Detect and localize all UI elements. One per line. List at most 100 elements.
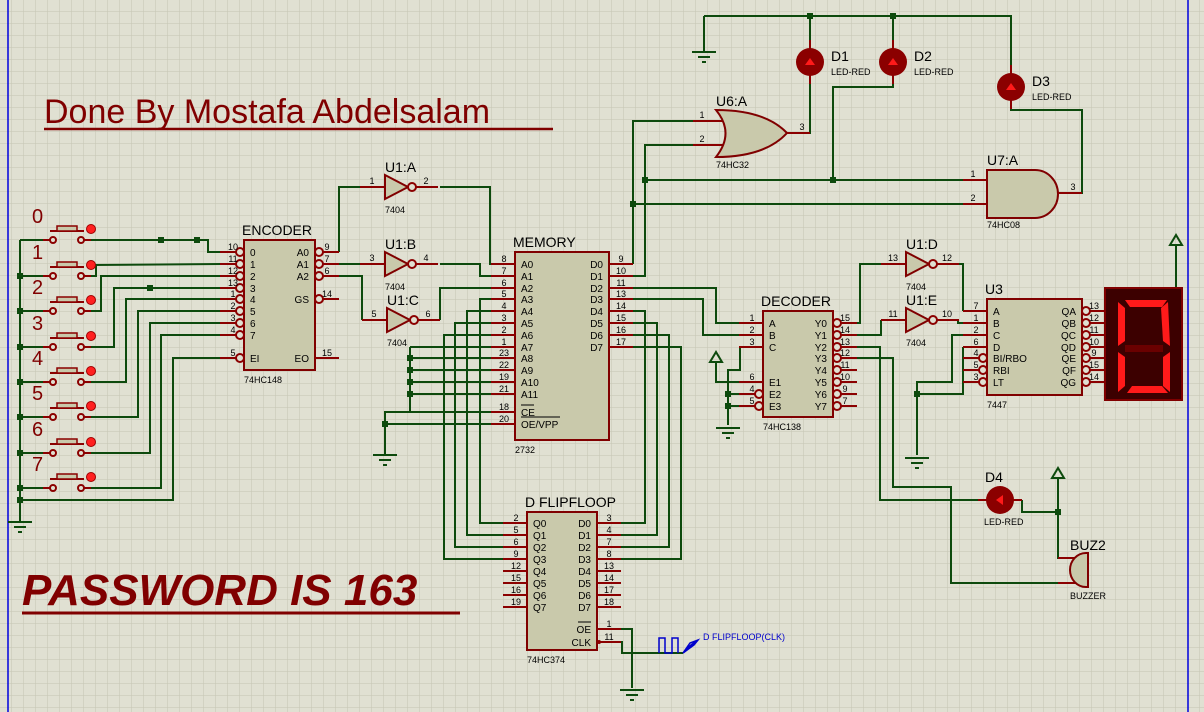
seven-segment-display[interactable]: 0	[1104, 287, 1183, 401]
pin-number: 11	[616, 278, 625, 288]
inverted-pin-bubble-icon	[832, 330, 842, 340]
pin-number: 4	[749, 384, 754, 394]
password-note: PASSWORD IS 163	[22, 566, 417, 615]
wire	[916, 334, 963, 455]
pin-label: D0	[578, 519, 591, 530]
flipflop-part-number: 74HC374	[527, 655, 565, 665]
pin-number: 1	[230, 289, 235, 299]
pin-label: OE/VPP	[521, 420, 559, 431]
power-arrow-icon	[708, 350, 724, 363]
pin-number: 17	[616, 337, 626, 347]
switch-label: 6	[32, 419, 43, 441]
push-button-2[interactable]: 2	[32, 277, 96, 315]
memory-title: MEMORY	[513, 234, 576, 250]
pin-number: 2	[699, 134, 704, 144]
pin-number: 1	[369, 176, 374, 186]
pin-number: 12	[942, 253, 952, 263]
clock-pin-icon	[597, 640, 601, 644]
pin-label: Y2	[815, 343, 828, 354]
gate-part: 7404	[385, 282, 405, 292]
switch-label: 0	[32, 206, 43, 228]
wire	[81, 287, 220, 348]
pin-label: 1	[250, 260, 256, 271]
inverted-pin-bubble-icon	[235, 294, 245, 304]
push-button-5[interactable]: 5	[32, 383, 96, 421]
junction-dot	[147, 285, 153, 291]
inverted-pin-bubble-icon	[754, 401, 764, 411]
clock-generator[interactable]: D FLIPFLOOP(CLK)	[658, 632, 785, 654]
pin-number: 9	[513, 549, 518, 559]
junction-dot	[630, 201, 636, 207]
pin-label: Q3	[533, 555, 547, 566]
pin-number: 7	[973, 301, 978, 311]
wire	[633, 144, 693, 277]
pin-number: 13	[616, 289, 626, 299]
junction-dot	[642, 177, 648, 183]
pin-label: EO	[295, 354, 310, 365]
push-button-3[interactable]: 3	[32, 313, 96, 351]
pin-label: Y4	[815, 366, 828, 377]
pin-label: Y5	[815, 378, 828, 389]
pin-label: A5	[521, 319, 534, 330]
pin-number: 2	[501, 325, 506, 335]
pin-number: 6	[324, 266, 329, 276]
memory-chip[interactable]: MEMORY27328A07A16A25A34A43A52A61A723A822…	[491, 234, 633, 455]
pin-number: 11	[1089, 325, 1098, 335]
pin-number: 3	[1070, 182, 1075, 192]
pin-number: 14	[616, 301, 626, 311]
push-button-7[interactable]: 7	[32, 454, 96, 492]
wire	[633, 298, 739, 336]
push-button-0[interactable]: 0	[32, 206, 96, 244]
wire	[20, 357, 220, 501]
push-button-1[interactable]: 1	[32, 242, 96, 280]
pin-label: Q4	[533, 567, 547, 578]
pin-number: 17	[604, 585, 614, 595]
pin-label: QD	[1061, 343, 1076, 354]
pin-number: 5	[230, 348, 235, 358]
led-ref: D2	[914, 48, 932, 64]
push-button-4[interactable]: 4	[32, 348, 96, 386]
wire	[454, 322, 503, 548]
inverted-pin-bubble-icon	[978, 353, 988, 363]
pin-number: 4	[423, 253, 428, 263]
inverted-pin-bubble-icon	[235, 247, 245, 257]
inverter-bubble-icon	[928, 259, 938, 269]
pin-number: 9	[324, 242, 329, 252]
pin-label: D1	[590, 272, 603, 283]
led-arrow-icon	[996, 495, 1003, 505]
pin-number: 11	[228, 254, 237, 264]
pin-number: 7	[606, 537, 611, 547]
flipflop-chip[interactable]: D FLIPFLOOP74HC3742Q05Q16Q29Q312Q415Q516…	[503, 494, 621, 665]
gate-ref: U1:B	[385, 236, 416, 252]
pin-number: 3	[501, 313, 506, 323]
junction-dot	[407, 379, 413, 385]
pin-label: 7	[250, 331, 256, 342]
pin-label: Q0	[533, 519, 547, 530]
switch-label: 3	[32, 313, 43, 335]
push-button-6[interactable]: 6	[32, 419, 96, 457]
memory-part-number: 2732	[515, 445, 535, 455]
encoder-chip[interactable]: ENCODER74HC148100111122133142536475EI9A0…	[220, 222, 339, 385]
pin-number: 1	[606, 619, 611, 629]
wire	[81, 322, 220, 454]
pin-label: D7	[578, 603, 591, 614]
junction-dot	[194, 237, 200, 243]
pin-label: Q5	[533, 579, 547, 590]
pin-label: C	[993, 331, 1000, 342]
